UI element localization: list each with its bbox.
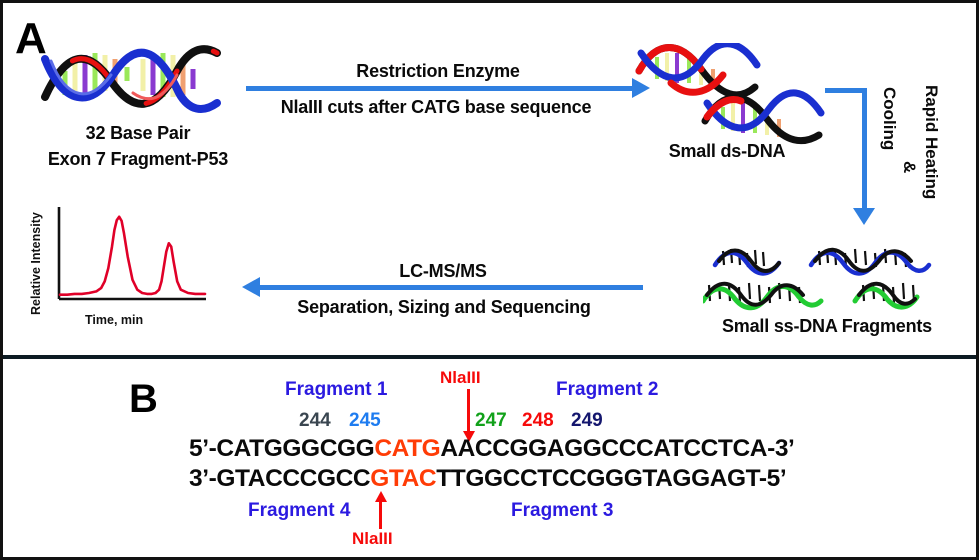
nlaiii-bottom-arrow-head (375, 491, 387, 502)
restriction-enzyme-arrow (246, 78, 650, 98)
arrow-head-left (242, 277, 260, 297)
nlaiii-bottom-arrow-shaft (379, 501, 382, 529)
bottom-strand-sequence: 3’-GTACCCGCCGTACTTGGCCTCCGGGTAGGAGT-5’ (189, 465, 787, 493)
arrow-head-down (853, 208, 875, 225)
panel-b: B Fragment 1 Fragment 2 NlaIII 244 245 2… (3, 355, 976, 560)
panel-a: A (3, 3, 976, 355)
fragment-2-label: Fragment 2 (556, 379, 659, 400)
cooling-label: Cooling (880, 87, 899, 151)
panel-b-letter: B (129, 377, 158, 421)
chromatogram-y-axis-label: Relative Intensity (29, 212, 43, 315)
chromatogram-plot: Relative Intensity Time, min (29, 203, 208, 333)
fragment-1-label: Fragment 1 (285, 379, 388, 400)
arrow-segment-horizontal (825, 88, 867, 93)
arrow-segment-vertical (862, 88, 867, 210)
lcmsms-subtitle: Separation, Sizing and Sequencing (297, 297, 591, 317)
fragment-4-label: Fragment 4 (248, 500, 351, 521)
codon-248: 248 (522, 410, 554, 431)
nlaiii-bottom-label: NlaIII (352, 529, 393, 548)
panel-a-letter: A (15, 14, 47, 63)
ampersand-label: & (900, 161, 919, 174)
nlaiii-top-arrow-shaft (467, 389, 470, 433)
top-strand-sequence: 5’-CATGGGCGGCATGAACCGGAGGCCCATCCTCA-3’ (189, 435, 795, 463)
top-strand-restriction-site: CATG (374, 435, 441, 462)
nlaiii-top-label: NlaIII (440, 368, 481, 387)
lcmsms-arrow (242, 277, 643, 297)
restriction-enzyme-subtitle: NlaIII cuts after CATG base sequence (280, 97, 592, 117)
arrow-head-right (632, 78, 650, 98)
source-dna-label-line2: Exon 7 Fragment-P53 (47, 149, 229, 169)
codon-247: 247 (475, 410, 507, 431)
codon-244: 244 (299, 410, 331, 431)
heating-cooling-arrow (825, 88, 885, 228)
chromatogram-svg (57, 207, 207, 301)
rapid-heating-label: Rapid Heating (922, 85, 941, 200)
ssdna-fragments-label: Small ss-DNA Fragments (722, 316, 932, 336)
restriction-enzyme-title: Restriction Enzyme (356, 61, 520, 81)
nlaiii-top-arrow-head (463, 431, 475, 442)
small-dsdna-helix (627, 40, 827, 151)
fragment-3-label: Fragment 3 (511, 500, 614, 521)
codon-245: 245 (349, 410, 381, 431)
codon-249: 249 (571, 410, 603, 431)
ssdna-fragments-graphic (700, 243, 965, 313)
source-dna-label-line1: 32 Base Pair (85, 123, 191, 143)
bottom-strand-suffix: TTGGCCTCCGGGTAGGAGT-5’ (436, 465, 787, 492)
top-strand-suffix: AACCGGAGGCCCATCCTCA-3’ (440, 435, 795, 462)
chromatogram-x-axis-label: Time, min (85, 313, 144, 327)
bottom-strand-restriction-site: GTAC (370, 465, 437, 492)
source-dsdna-helix (37, 31, 227, 119)
top-strand-prefix: 5’-CATGGGCGG (189, 435, 375, 462)
lcmsms-title: LC-MS/MS (399, 261, 487, 281)
small-dsdna-label: Small ds-DNA (668, 141, 786, 161)
bottom-strand-prefix: 3’-GTACCCGCC (189, 465, 371, 492)
